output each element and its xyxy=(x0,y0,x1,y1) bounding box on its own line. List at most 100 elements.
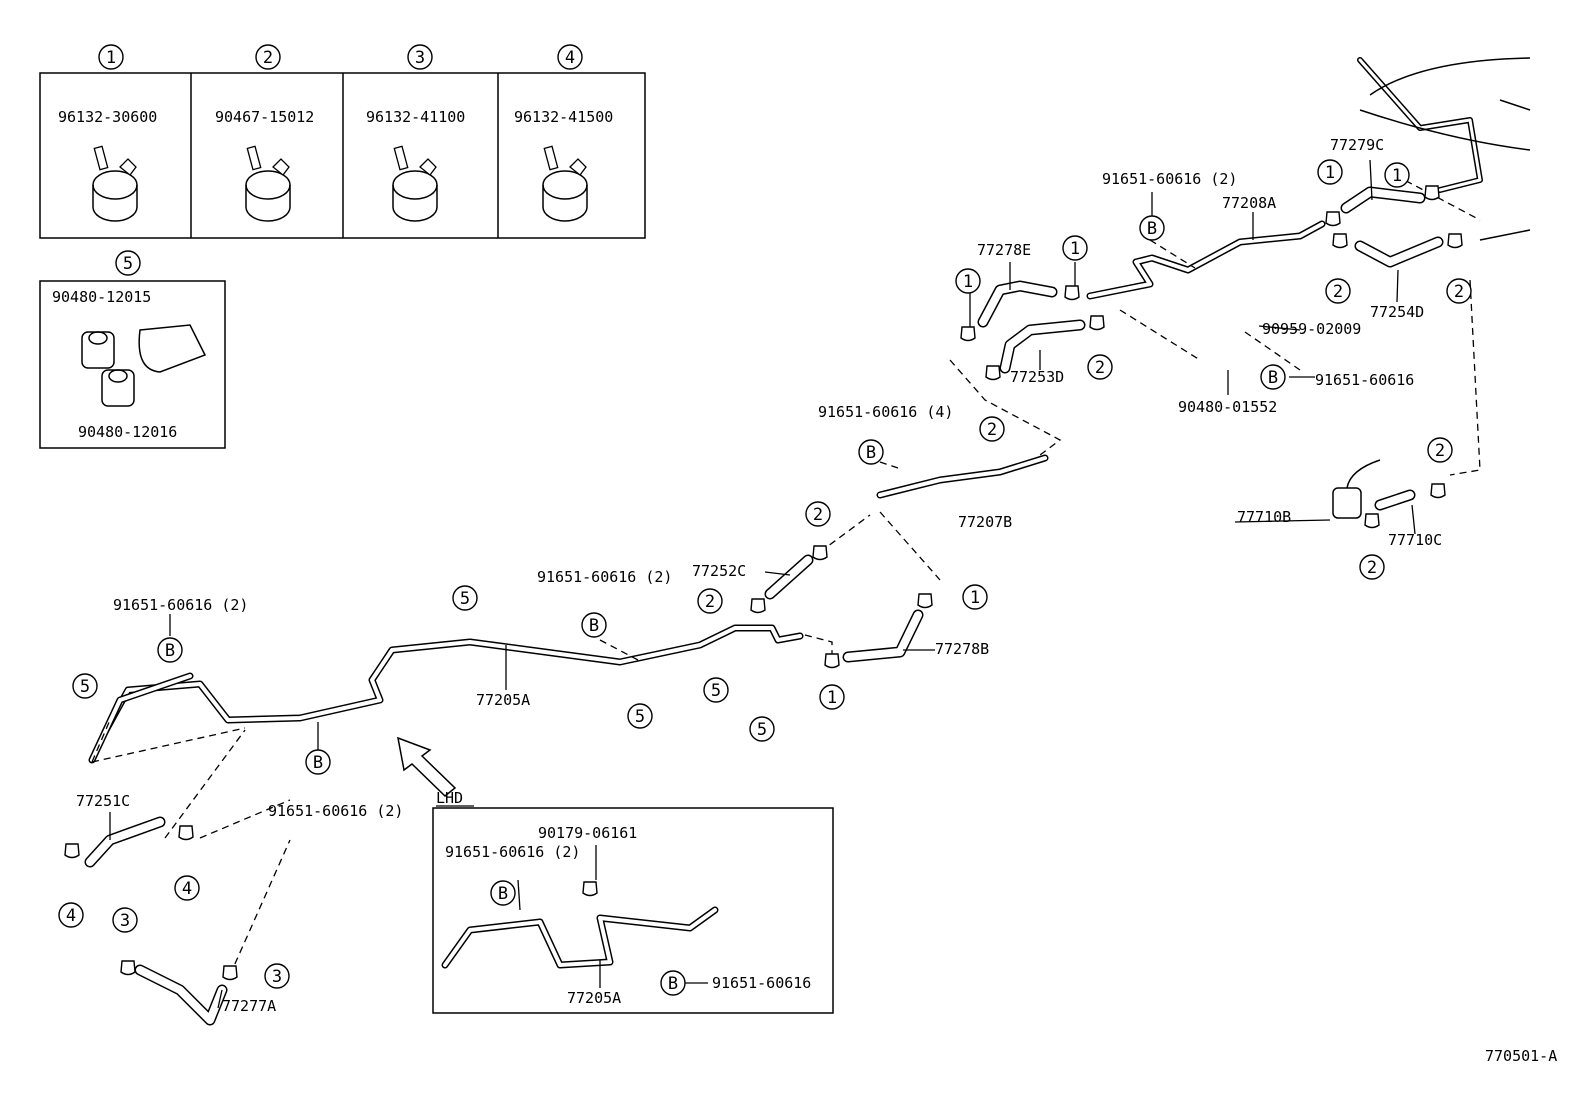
part-number-label: 77253D xyxy=(1010,368,1064,386)
legend-part-number: 96132-30600 xyxy=(58,108,157,126)
part-number-label: 91651-60616 xyxy=(1315,371,1414,389)
part-number-label: 77710C xyxy=(1388,531,1442,549)
callout-number: 1 xyxy=(963,272,973,292)
callout-number: 2 xyxy=(263,48,273,68)
callout-number: 2 xyxy=(705,592,715,612)
callout-marker: B xyxy=(490,880,516,906)
callout-number: 3 xyxy=(272,967,282,987)
callout-marker: 4 xyxy=(58,902,84,928)
legend-callout-2: 2 xyxy=(255,44,281,70)
lhd-inset-box xyxy=(432,807,834,1014)
clamp-glyphs xyxy=(64,57,1531,981)
callout-marker: B xyxy=(157,637,183,663)
callout-marker: 2 xyxy=(1446,278,1472,304)
callout-marker: 5 xyxy=(703,677,729,703)
hose-clamp-icon xyxy=(120,960,136,976)
part-number-label: 77278E xyxy=(977,241,1031,259)
callout-number: 2 xyxy=(987,420,997,440)
callout-marker: B xyxy=(305,749,331,775)
hose-clamp-icon xyxy=(812,545,828,561)
callout-marker: 2 xyxy=(1359,554,1385,580)
callout-marker: 2 xyxy=(1427,437,1453,463)
lhd-arrow-icon xyxy=(397,736,457,797)
hose-clamp-icon xyxy=(917,593,933,609)
callout-number: 2 xyxy=(1367,558,1377,578)
legend-callout-5: 5 xyxy=(115,250,141,276)
part-number-label: 77279C xyxy=(1330,136,1384,154)
callout-marker: 2 xyxy=(697,588,723,614)
callout-number: 1 xyxy=(1392,166,1402,186)
legend-callout-1: 1 xyxy=(98,44,124,70)
callout-number: 5 xyxy=(80,677,90,697)
legend-part-number: 90467-15012 xyxy=(215,108,314,126)
hose-clamp-icon xyxy=(1064,285,1080,301)
callout-number: 3 xyxy=(415,48,425,68)
part-number-label: 90480-01552 xyxy=(1178,398,1277,416)
hose-clamp-icon xyxy=(582,881,598,897)
grommet-legend-box xyxy=(39,280,226,449)
callout-number: B xyxy=(313,753,323,773)
callout-marker: B xyxy=(581,612,607,638)
callout-number: B xyxy=(1147,219,1157,239)
callout-number: B xyxy=(1268,368,1278,388)
callout-marker: 5 xyxy=(627,703,653,729)
part-number-label: 77207B xyxy=(958,513,1012,531)
inset-part-number-label: 91651-60616 (2) xyxy=(445,843,580,861)
labels: 196132-30600290467-15012396132-411004961… xyxy=(52,44,1557,1065)
part-number-label: 77205A xyxy=(476,691,530,709)
hose-clamp-icon xyxy=(222,965,238,981)
callout-marker: B xyxy=(1139,215,1165,241)
callout-number: B xyxy=(165,641,175,661)
callout-number: 1 xyxy=(1070,239,1080,259)
callout-marker: 5 xyxy=(452,585,478,611)
callout-number: 5 xyxy=(757,720,767,740)
hose-clamp-icon xyxy=(824,653,840,669)
callout-marker: 1 xyxy=(962,584,988,610)
part-number-label: 77710B xyxy=(1237,508,1291,526)
fuel-tank-outline xyxy=(1359,57,1531,241)
legend-part-number: 96132-41500 xyxy=(514,108,613,126)
vsv-valve-77710b xyxy=(1332,487,1362,519)
hose-clamp-icon xyxy=(960,326,976,342)
legend-callout-4: 4 xyxy=(557,44,583,70)
callout-marker: B xyxy=(858,439,884,465)
callout-number: 2 xyxy=(1454,282,1464,302)
legend-boxes xyxy=(39,72,834,1014)
inset-part-number-label: 77205A xyxy=(567,989,621,1007)
part-number-label: 91651-60616 (2) xyxy=(113,596,248,614)
callout-number: 3 xyxy=(120,911,130,931)
callout-number: 5 xyxy=(460,589,470,609)
callout-marker: 1 xyxy=(819,684,845,710)
legend-callout-3: 3 xyxy=(407,44,433,70)
callout-number: B xyxy=(498,884,508,904)
callout-marker: 1 xyxy=(1317,159,1343,185)
callout-number: 4 xyxy=(66,906,76,926)
callout-marker: B xyxy=(1260,364,1286,390)
part-number-label: 77252C xyxy=(692,562,746,580)
callout-number: 1 xyxy=(827,688,837,708)
callout-marker: 3 xyxy=(264,963,290,989)
callout-number: 2 xyxy=(1095,358,1105,378)
callout-number: B xyxy=(589,616,599,636)
inset-part-number-label: 91651-60616 xyxy=(712,974,811,992)
callout-number: B xyxy=(866,443,876,463)
lhd-inset-title: LHD xyxy=(436,789,463,807)
callout-marker: 1 xyxy=(955,268,981,294)
callout-marker: 3 xyxy=(112,907,138,933)
callout-number: 4 xyxy=(182,879,192,899)
part-number-label: 77277A xyxy=(222,997,276,1015)
part-number-label: 91651-60616 (2) xyxy=(537,568,672,586)
hose-clamp-icon xyxy=(1430,483,1446,499)
callout-marker: 2 xyxy=(1325,278,1351,304)
part-number-label: 77208A xyxy=(1222,194,1276,212)
callout-number: B xyxy=(668,974,678,994)
callout-marker: 5 xyxy=(749,716,775,742)
callout-marker: 5 xyxy=(72,673,98,699)
callout-marker: 2 xyxy=(1087,354,1113,380)
callout-marker: B xyxy=(660,970,686,996)
legend-part-number: 90480-12015 xyxy=(52,288,151,306)
callout-number: 2 xyxy=(1435,441,1445,461)
callout-marker: 2 xyxy=(805,501,831,527)
hose-clamp-icon xyxy=(750,598,766,614)
part-number-label: 91651-60616 (2) xyxy=(1102,170,1237,188)
